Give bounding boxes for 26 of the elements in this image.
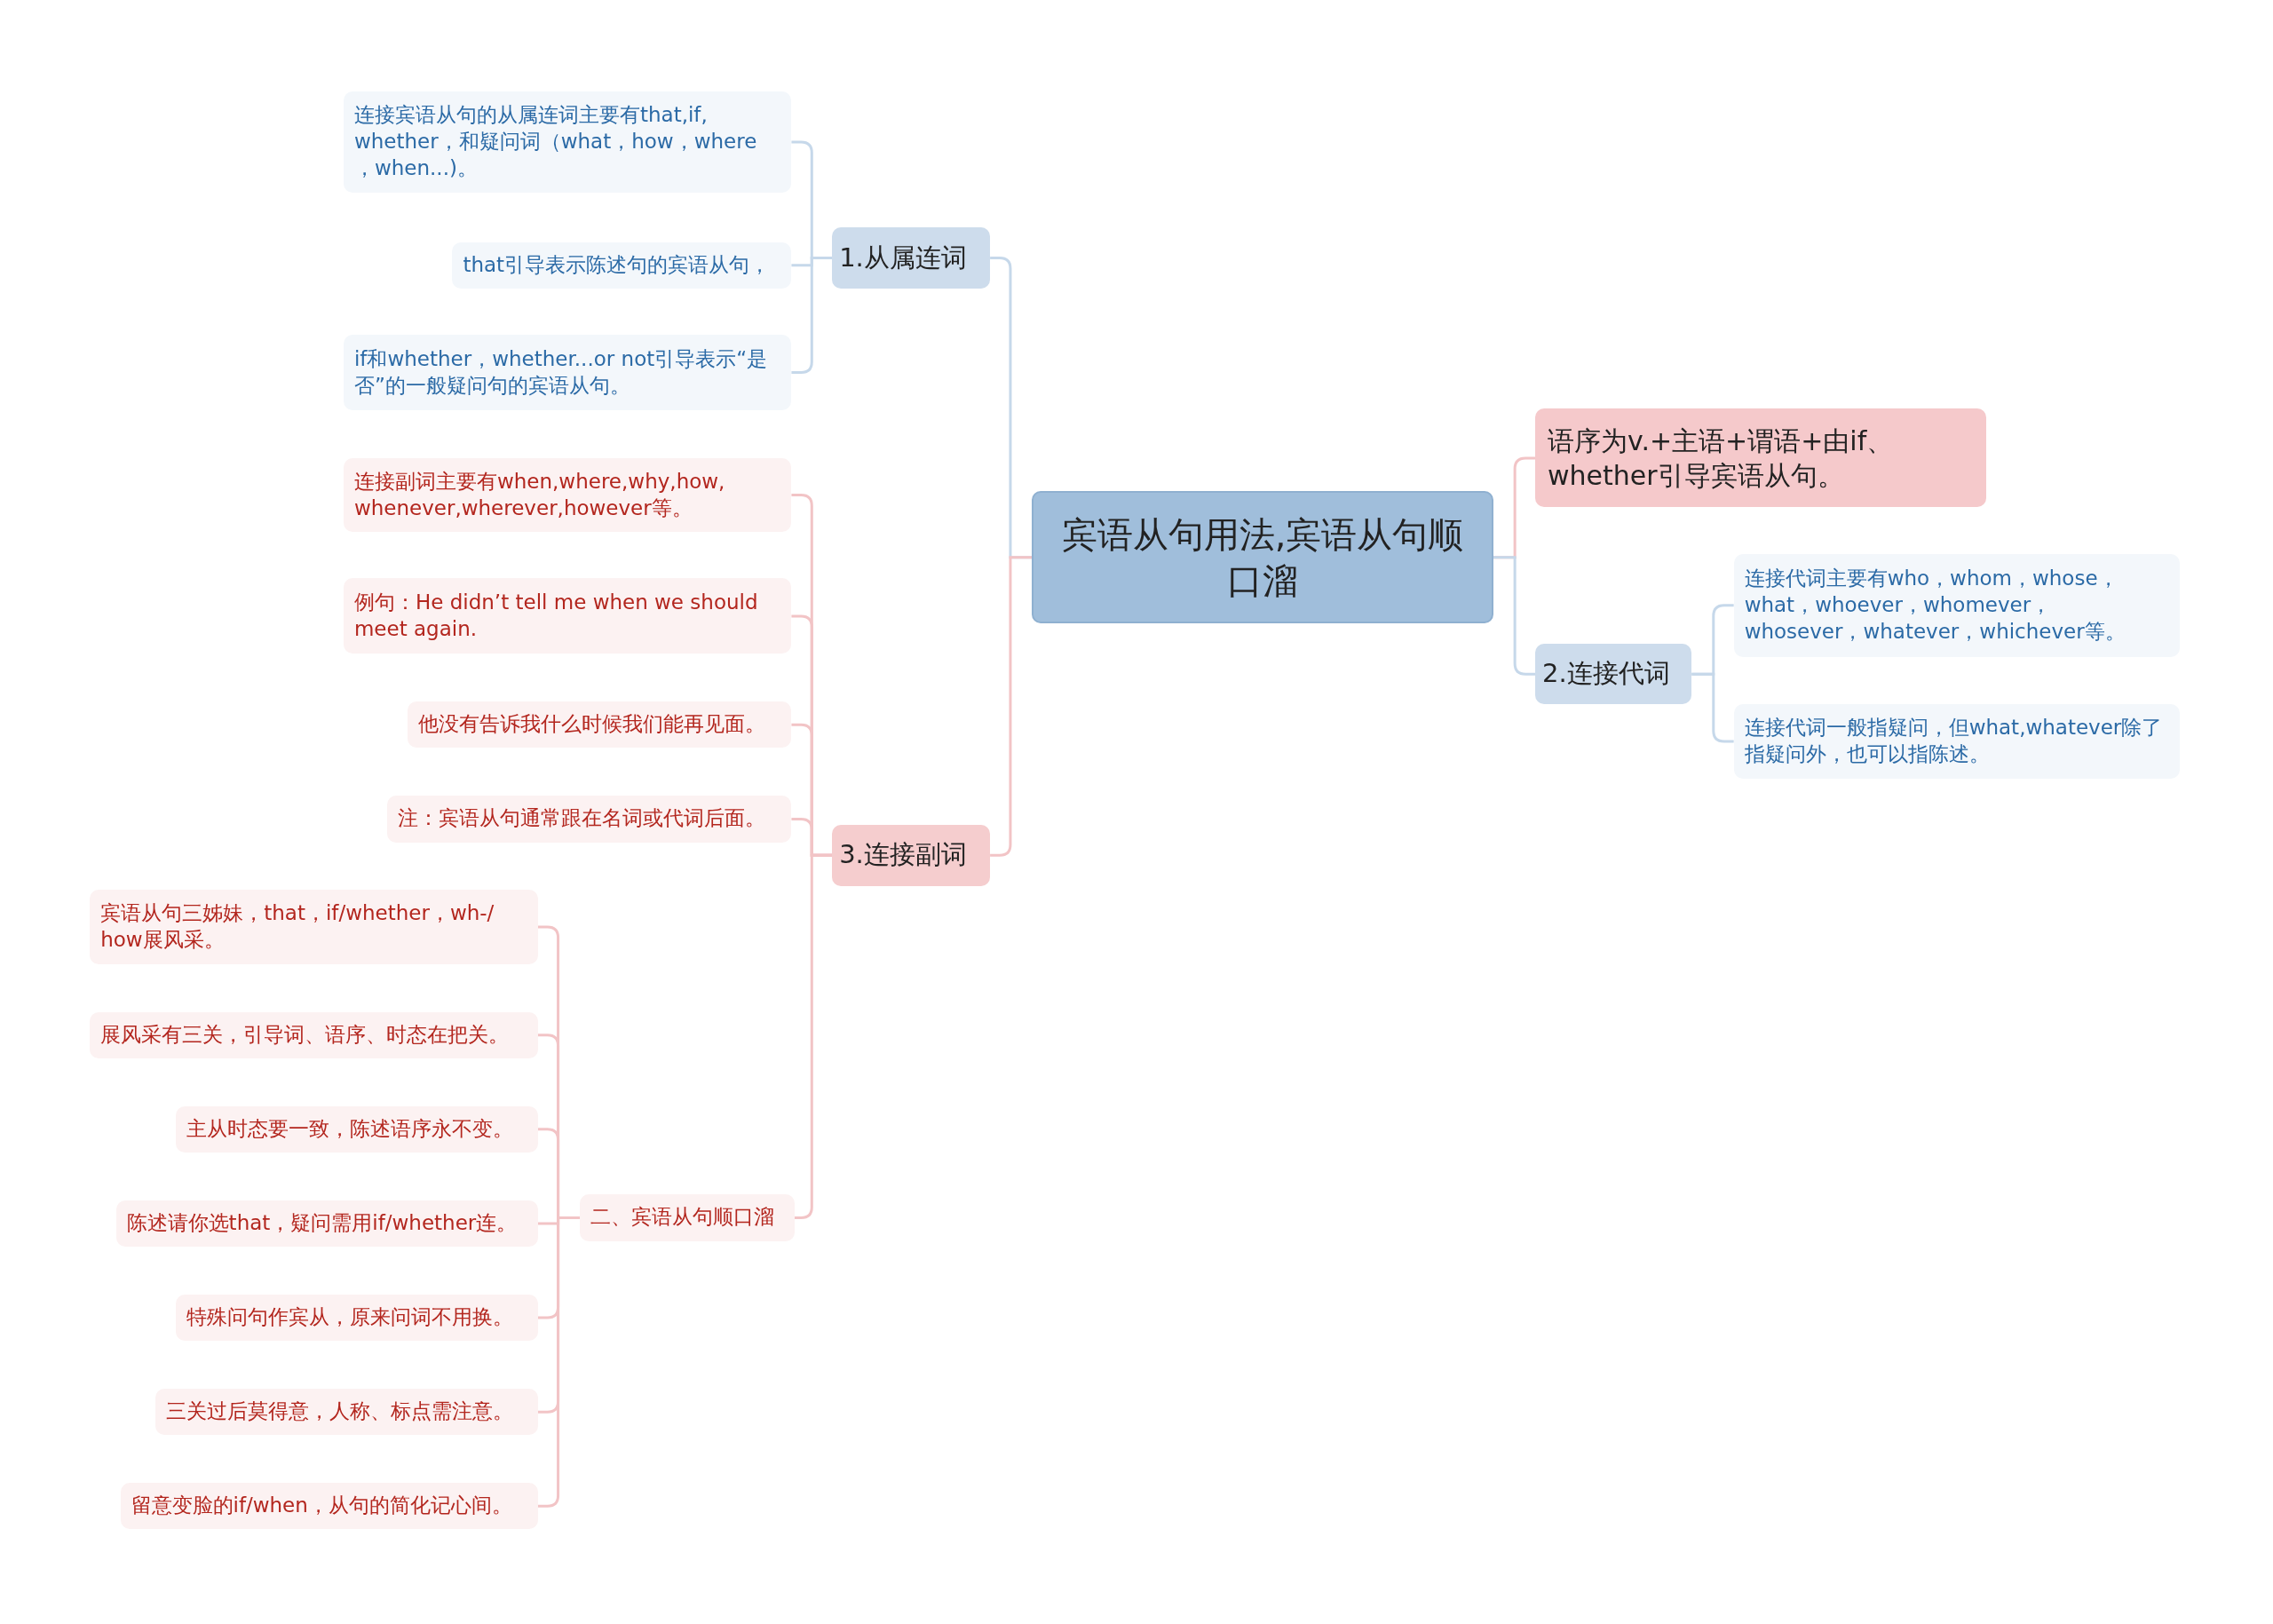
subtopic-box: 留意变脸的if/when，从句的简化记心间。 [120,1483,538,1530]
subtopic-box: 三关过后莫得意，人称、标点需注意。 [154,1389,538,1436]
subtopic-box: that引导表示陈述句的宾语从句， [452,242,792,289]
topic-box: 1.从属连词 [832,227,991,289]
subtopic-box: 连接代词一般指疑问，但what,whatever除了指疑问外，也可以指陈述。 [1733,704,2181,779]
subtopic-box: 陈述请你选that，疑问需用if/whether连。 [115,1200,538,1248]
subtopic-box: 主从时态要一致，陈述语序永不变。 [175,1105,538,1153]
topic-box: 3.连接副词 [832,824,991,886]
subtopic-box: if和whether，whether...or not引导表示“是否”的一般疑问句的宾语从句。 [343,335,792,411]
subtopic-box: 他没有告诉我什么时候我们能再见面。 [407,701,792,749]
subtopic-box: 连接代词主要有who，whom，whose，what，whoever，whomever，whosever，whatever，whichever等。 [1733,553,2181,657]
topic-box: 2.连接代词 [1534,643,1692,705]
connector-line [537,1216,581,1508]
connector-line [990,556,1033,857]
subtopic-box: 特殊问句作宾从，原来问词不用换。 [175,1294,538,1342]
subtopic-box: 二、宾语从句顺口溜 [580,1194,795,1241]
subtopic-box: 连接副词主要有when,where,why,how, whenever,wherever,however等。 [343,457,792,533]
connector-line [1691,672,1734,743]
subtopic-box: 连接宾语从句的从属连词主要有that,if, whether，和疑问词（what，how，where ，when...)。 [343,91,792,194]
subtopic-box: 例句：He didn’t tell me when we should meet again. [343,578,792,654]
connector-line [1493,556,1535,676]
subtopic-box: 注：宾语从句通常跟在名词或代词后面。 [386,796,792,843]
topic-box: 语序为v.+主语+谓语+由if、 whether引导宾语从句。 [1534,408,1986,508]
subtopic-box: 宾语从句三姊妹，that，if/whether，wh-/ how展风采。 [90,890,538,964]
subtopic-box: 展风采有三关，引导词、语序、时态在把关。 [90,1011,538,1058]
central-topic-box: 宾语从句用法,宾语从句顺口溜 [1032,491,1493,624]
